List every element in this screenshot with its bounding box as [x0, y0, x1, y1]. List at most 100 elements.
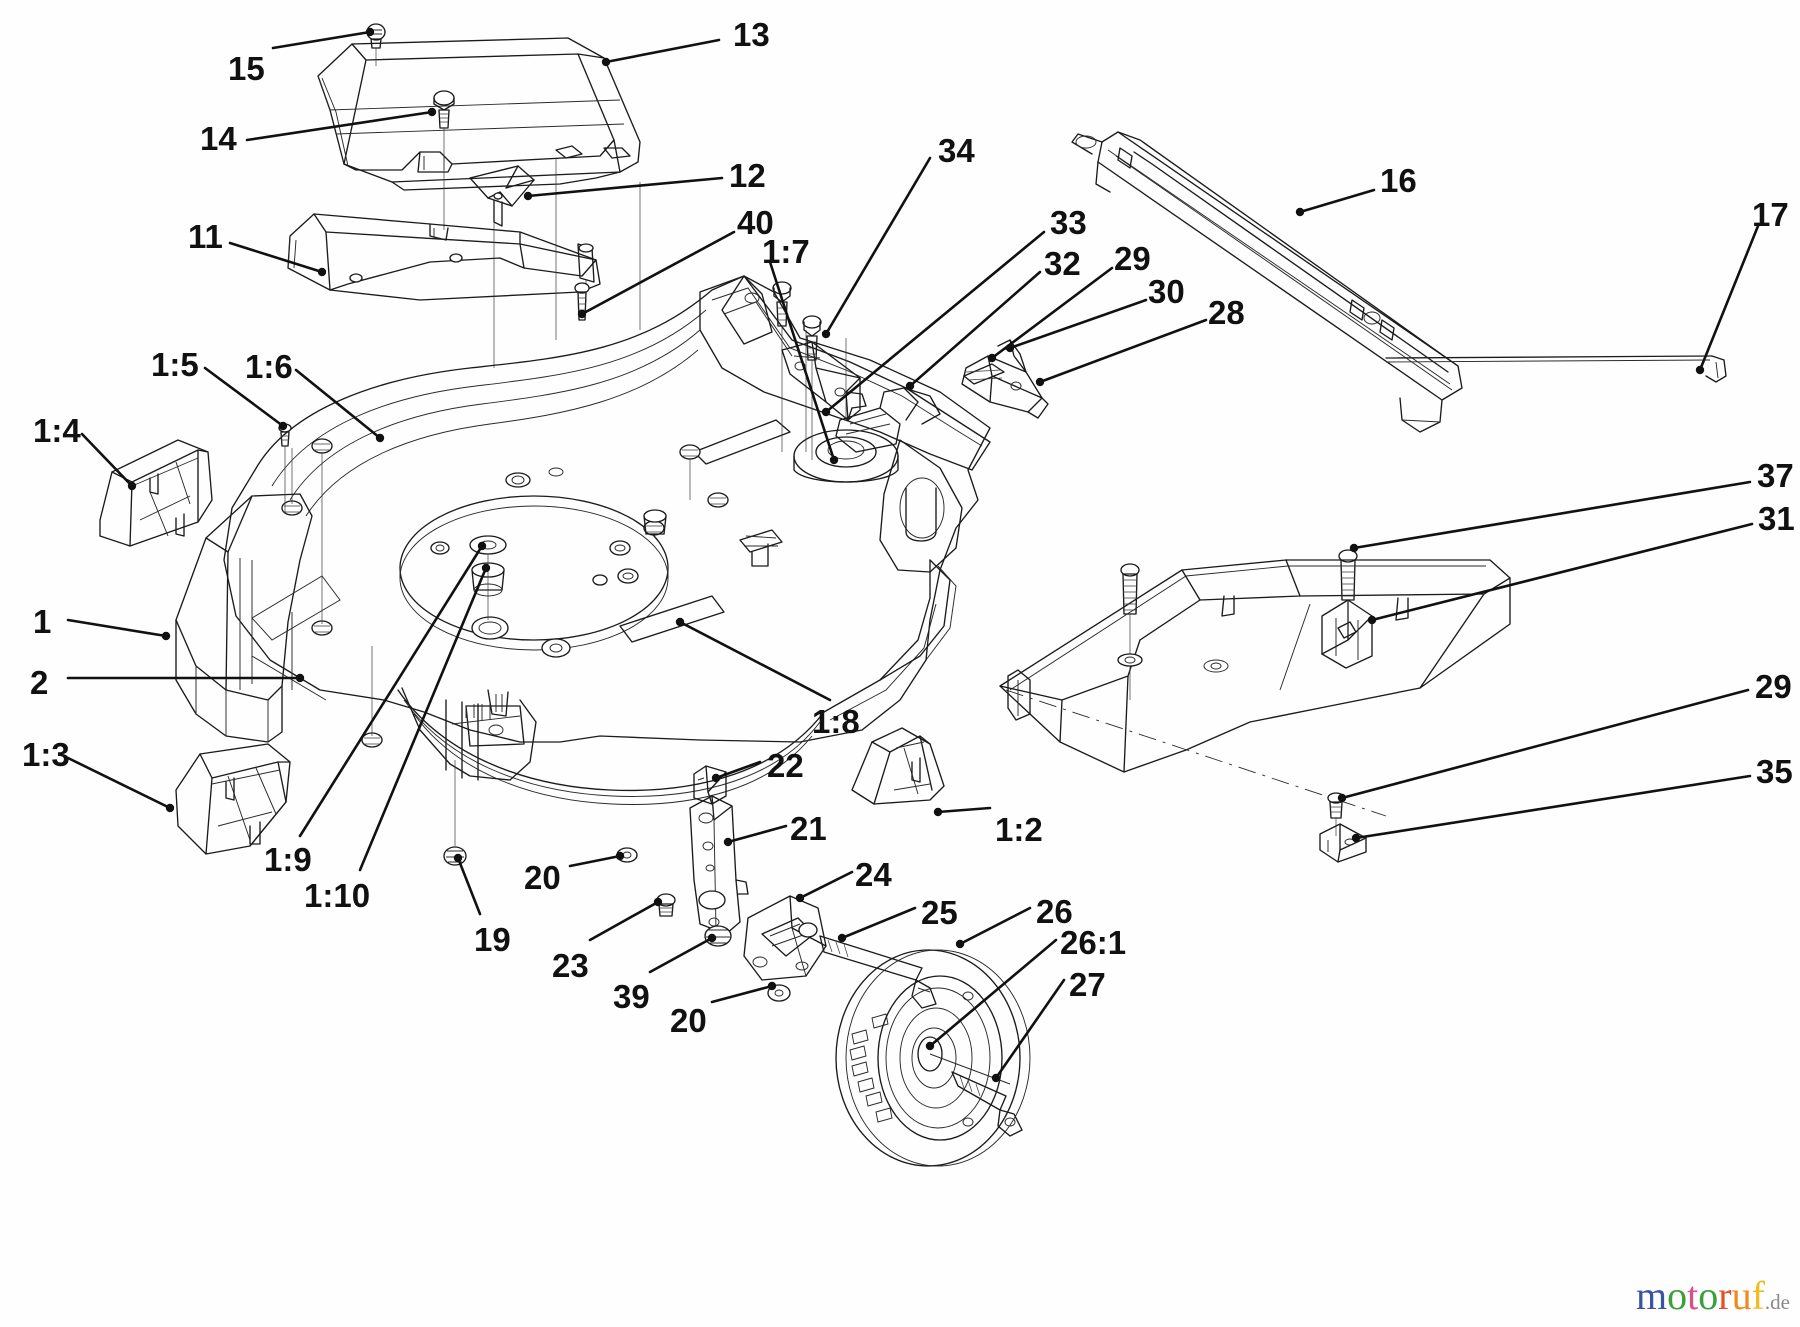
leader-line-c1_5: [203, 366, 288, 431]
callout-label-1-6[interactable]: 1:6: [245, 348, 293, 385]
part-1-5-screw: [278, 423, 292, 512]
leader-line-c39: [648, 933, 717, 974]
leader-line-c29a: [987, 266, 1114, 363]
callout-label-32[interactable]: 32: [1044, 245, 1081, 282]
leader-line-c28: [1035, 318, 1208, 387]
part-21-height-bracket: [689, 795, 749, 935]
callout-label-1-4[interactable]: 1:4: [33, 412, 81, 449]
callout-label-29[interactable]: 29: [1755, 668, 1792, 705]
callout-label-1-8[interactable]: 1:8: [812, 703, 860, 740]
leader-line-c1_3: [66, 756, 175, 813]
callout-label-27[interactable]: 27: [1069, 966, 1106, 1003]
callout-label-39[interactable]: 39: [613, 978, 650, 1015]
leader-line-c1_7: [768, 260, 839, 465]
callout-label-11[interactable]: 11: [188, 218, 223, 255]
leader-line-c1_6: [294, 368, 385, 443]
part-31-cover-plate: [999, 559, 1511, 817]
leader-line-c26: [955, 906, 1032, 949]
callout-label-1-2[interactable]: 1:2: [995, 811, 1043, 848]
callout-label-29[interactable]: 29: [1114, 240, 1151, 277]
leader-line-c40: [577, 230, 736, 319]
callout-label-26[interactable]: 26: [1036, 893, 1073, 930]
leader-line-c31: [1367, 522, 1754, 625]
callout-label-30[interactable]: 30: [1148, 273, 1185, 310]
watermark-letter: t: [1687, 1273, 1699, 1318]
callout-label-1-9[interactable]: 1:9: [264, 841, 312, 878]
leader-lines: [66, 27, 1760, 1083]
watermark-letter: o: [1698, 1273, 1719, 1318]
callout-label-1-3[interactable]: 1:3: [22, 736, 70, 773]
callout-label-16[interactable]: 16: [1380, 162, 1417, 199]
leader-line-c12: [523, 176, 724, 201]
callout-label-37[interactable]: 37: [1757, 457, 1794, 494]
leader-line-c33: [821, 230, 1046, 417]
callout-label-25[interactable]: 25: [921, 894, 958, 931]
leader-line-c22: [711, 760, 762, 783]
callout-label-26-1[interactable]: 26:1: [1060, 924, 1127, 961]
watermark-letter: u: [1731, 1273, 1752, 1318]
callout-label-40[interactable]: 40: [737, 204, 774, 241]
part-23-screw: [656, 893, 676, 917]
leader-line-c1_10: [358, 563, 491, 872]
callout-label-28[interactable]: 28: [1208, 294, 1245, 331]
watermark-suffix: .de: [1764, 1290, 1790, 1314]
part-26-wheel: [835, 949, 1031, 1167]
callout-label-19[interactable]: 19: [474, 921, 511, 958]
leader-line-c14: [245, 107, 437, 142]
leader-line-c19: [453, 853, 482, 916]
watermark-letter: r: [1718, 1273, 1732, 1318]
leader-line-c35: [1351, 774, 1752, 843]
part-24-wheel-arm: [743, 895, 827, 981]
part-25-hex-bolt: [819, 935, 937, 1009]
callout-label-35[interactable]: 35: [1756, 753, 1793, 790]
callout-label-21[interactable]: 21: [790, 810, 827, 847]
leader-line-c21: [723, 824, 788, 847]
leader-line-c30: [1005, 298, 1148, 353]
callout-label-23[interactable]: 23: [552, 947, 589, 984]
part-33-bolt: [802, 315, 822, 460]
leader-line-c37: [1349, 480, 1752, 553]
callout-label-33[interactable]: 33: [1050, 204, 1087, 241]
leader-line-c17: [1695, 224, 1760, 375]
callout-label-34[interactable]: 34: [938, 132, 975, 169]
part-14-bolt: [433, 90, 455, 230]
leader-line-c13: [601, 38, 721, 67]
callout-label-12[interactable]: 12: [729, 157, 766, 194]
part-1-4-baffle: [99, 439, 213, 547]
callout-label-15[interactable]: 15: [228, 50, 265, 87]
callout-label-1[interactable]: 1: [33, 603, 52, 640]
callout-label-31[interactable]: 31: [1758, 500, 1795, 537]
parts-29-35-bracket: [1319, 792, 1367, 863]
callout-label-22[interactable]: 22: [767, 747, 804, 784]
callout-label-17[interactable]: 17: [1752, 196, 1789, 233]
part-37-bolt: [1338, 549, 1358, 636]
part-1-2-baffle: [851, 727, 945, 805]
callout-label-1-10[interactable]: 1:10: [304, 877, 371, 914]
callout-label-1-5[interactable]: 1:5: [151, 346, 199, 383]
leader-line-c2: [66, 673, 305, 683]
callout-label-20[interactable]: 20: [670, 1002, 707, 1039]
parts-28-30-latch-bracket: [961, 339, 1049, 419]
part-27-axle-bolt: [951, 1071, 1023, 1137]
leader-line-c1_4: [80, 432, 137, 491]
callout-label-20[interactable]: 20: [524, 859, 561, 896]
leader-line-c24: [795, 870, 854, 903]
callout-label-1-7[interactable]: 1:7: [762, 233, 810, 270]
leader-line-c23: [588, 897, 663, 942]
leader-line-c20b: [710, 981, 777, 1004]
leader-line-c20a: [568, 851, 625, 868]
leader-line-c1_9: [298, 541, 487, 838]
callout-label-14[interactable]: 14: [200, 120, 237, 157]
leader-line-c11: [228, 241, 327, 277]
part-40-screw: [574, 282, 590, 321]
part-37-bolt-left: [1117, 563, 1143, 700]
callout-label-13[interactable]: 13: [733, 16, 770, 53]
part-32-bracket: [781, 341, 867, 421]
watermark-letter: f: [1751, 1273, 1765, 1318]
motoruf-watermark: motoruf.de: [1636, 1276, 1790, 1316]
leader-line-c27: [991, 978, 1066, 1083]
part-1-deck-housing: [175, 275, 991, 805]
callout-label-2[interactable]: 2: [30, 664, 49, 701]
callout-label-24[interactable]: 24: [855, 856, 892, 893]
